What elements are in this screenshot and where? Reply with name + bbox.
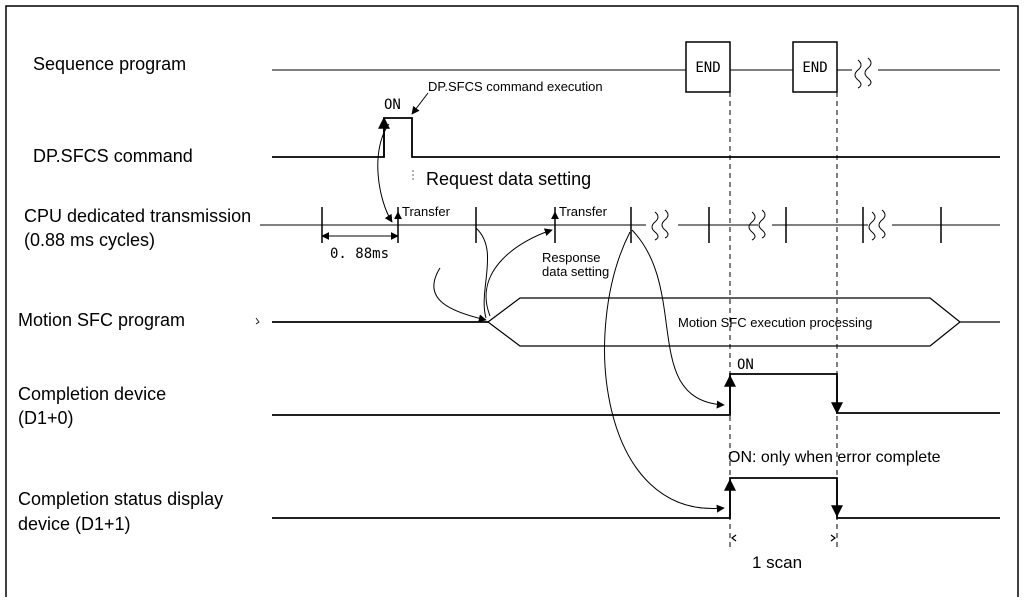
label-cpu-cycle: (0.88 ms cycles) <box>24 230 155 250</box>
response-label-2: data setting <box>542 264 609 279</box>
completion-status-waveform <box>272 477 1000 519</box>
label-cpu-transmission: CPU dedicated transmission <box>24 206 251 226</box>
label-completion-device: Completion device <box>18 384 166 404</box>
label-dp-sfcs-command: DP.SFCS command <box>33 146 193 166</box>
transfer-label-2: Transfer <box>559 204 608 219</box>
sequence-program-waveform: END END <box>272 41 1000 93</box>
command-execution-label: DP.SFCS command execution <box>428 79 603 94</box>
completion-device-waveform: ON <box>272 357 1000 416</box>
label-motion-sfc-program: Motion SFC program <box>18 310 185 330</box>
command-on-label: ON <box>384 97 401 113</box>
one-scan-label: 1 scan <box>752 553 802 572</box>
transfer-to-motion-arrow-a <box>475 227 489 319</box>
error-complete-note: ON: only when error complete <box>728 449 941 466</box>
transfer-to-motion-arrow-b <box>433 267 487 323</box>
response-label-1: Response <box>542 250 601 265</box>
motion-execution-label: Motion SFC execution processing <box>678 315 872 330</box>
label-completion-device-address: (D1+0) <box>18 408 74 428</box>
transfer-to-status-arrow <box>604 231 725 513</box>
transfer-label-1: Transfer <box>402 204 451 219</box>
request-data-setting-label: Request data setting <box>426 169 591 189</box>
cpu-transmission-waveform <box>260 207 1000 243</box>
label-completion-status: Completion status display <box>18 489 223 509</box>
label-sequence-program: Sequence program <box>33 54 186 74</box>
cycle-dimension: 0. 88ms <box>321 232 399 262</box>
motion-sfc-waveform: Motion SFC execution processing <box>255 297 1000 347</box>
end-marker-2: END <box>802 60 827 76</box>
command-to-transfer-arrow <box>377 123 393 223</box>
scan-dimension: 1 scan <box>731 534 836 572</box>
completion-on-label: ON <box>737 357 754 373</box>
label-completion-status-device: device (D1+1) <box>18 514 131 534</box>
end-marker-1: END <box>695 60 720 76</box>
motion-to-transfer-arrow <box>485 228 553 317</box>
transfer-to-completion-arrow <box>631 229 725 409</box>
cycle-time-label: 0. 88ms <box>330 246 389 262</box>
dp-sfcs-command-waveform: ON <box>272 97 1000 158</box>
